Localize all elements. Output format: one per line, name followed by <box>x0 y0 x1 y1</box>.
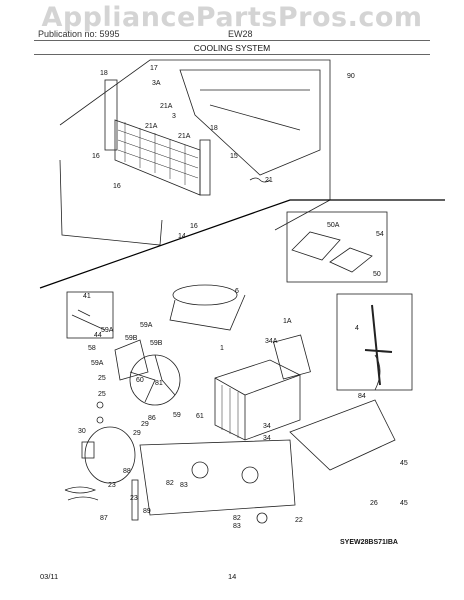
plate-1a <box>273 334 311 380</box>
callout-23: 23 <box>130 495 138 502</box>
section-title: COOLING SYSTEM <box>193 43 271 53</box>
tubing-14 <box>59 159 163 246</box>
evaporator-cover <box>179 69 321 176</box>
header-rule-bottom <box>34 54 430 55</box>
footer-page: 14 <box>228 572 237 581</box>
callout-30: 30 <box>78 428 86 435</box>
callout-29: 29 <box>133 430 141 437</box>
callout-29: 29 <box>141 421 149 428</box>
callout-59b: 59B <box>150 340 163 347</box>
callout-50a: 50A <box>327 222 340 229</box>
power-cord-6 <box>172 284 238 306</box>
condenser-34 <box>214 359 301 441</box>
callout-15: 15 <box>230 153 238 160</box>
callout-16: 16 <box>190 223 198 230</box>
callout-34: 34 <box>263 423 271 430</box>
inset-ice-tray <box>286 211 388 283</box>
callout-89: 89 <box>143 508 151 515</box>
grommet-82 <box>256 512 268 524</box>
clip-21 <box>249 177 271 183</box>
callout-58: 58 <box>88 345 96 352</box>
callout-41: 41 <box>83 293 91 300</box>
harness-87 <box>64 486 99 501</box>
callout-59: 59 <box>173 412 181 419</box>
callout-3a: 3A <box>152 80 161 87</box>
bracket-18-right <box>199 139 211 196</box>
callout-26: 26 <box>370 500 378 507</box>
drain-tube-84 <box>374 354 381 391</box>
callout-34a: 34A <box>265 338 278 345</box>
callout-21a: 21A <box>145 123 158 130</box>
callout-25: 25 <box>98 375 106 382</box>
callout-60: 60 <box>136 377 144 384</box>
callout-59b: 59B <box>125 335 138 342</box>
compressor-29 <box>84 426 136 484</box>
callout-21a: 21A <box>178 133 191 140</box>
callout-88: 88 <box>123 468 131 475</box>
footer-date: 03/11 <box>40 572 59 581</box>
callout-34: 34 <box>263 435 271 442</box>
callout-82: 82 <box>233 515 241 522</box>
callout-16: 16 <box>113 183 121 190</box>
inset-part-4 <box>336 293 413 391</box>
callout-45: 45 <box>400 460 408 467</box>
callout-83: 83 <box>233 523 241 530</box>
callout-90: 90 <box>347 73 355 80</box>
callout-83: 83 <box>180 482 188 489</box>
callout-61: 61 <box>196 413 204 420</box>
header-rule-top <box>34 40 430 41</box>
callout-82: 82 <box>166 480 174 487</box>
bracket-18-left <box>104 79 118 151</box>
callout-59a: 59A <box>140 322 153 329</box>
drier-89 <box>131 479 139 521</box>
model-number: EW28 <box>228 29 253 39</box>
base-plate <box>139 439 296 516</box>
callout-17: 17 <box>150 65 158 72</box>
drain-pan-26 <box>289 399 396 471</box>
callout-86: 86 <box>148 415 156 422</box>
fan-motor-bracket <box>114 339 149 381</box>
callout-54: 54 <box>376 231 384 238</box>
relay-30 <box>81 441 95 459</box>
callout-81: 81 <box>155 380 163 387</box>
callout-44: 44 <box>94 332 102 339</box>
callout-3: 3 <box>172 113 176 120</box>
callout-87: 87 <box>100 515 108 522</box>
callout-22: 22 <box>295 517 303 524</box>
callout-50: 50 <box>373 271 381 278</box>
publication-number: Publication no: 5995 <box>38 29 120 39</box>
callout-14: 14 <box>178 233 186 240</box>
callout-16: 16 <box>92 153 100 160</box>
callout-1a: 1A <box>283 318 292 325</box>
callout-21: 21 <box>265 177 273 184</box>
callout-18: 18 <box>100 70 108 77</box>
diagram-code: SYEW28BS71IBA <box>340 539 398 546</box>
condenser-coil <box>114 119 201 196</box>
callout-25: 25 <box>98 391 106 398</box>
callout-59a: 59A <box>101 327 114 334</box>
callout-59a: 59A <box>91 360 104 367</box>
callout-1: 1 <box>220 345 224 352</box>
watermark: AppliancePartsPros.com <box>41 2 423 33</box>
callout-21a: 21A <box>160 103 173 110</box>
callout-4: 4 <box>355 325 359 332</box>
callout-23: 23 <box>108 482 116 489</box>
cabinet-outline <box>59 59 331 231</box>
callout-84: 84 <box>358 393 366 400</box>
inset-part-41 <box>66 291 114 339</box>
callout-18: 18 <box>210 125 218 132</box>
callout-6: 6 <box>235 288 239 295</box>
callout-45: 45 <box>400 500 408 507</box>
section-divider <box>39 199 445 289</box>
